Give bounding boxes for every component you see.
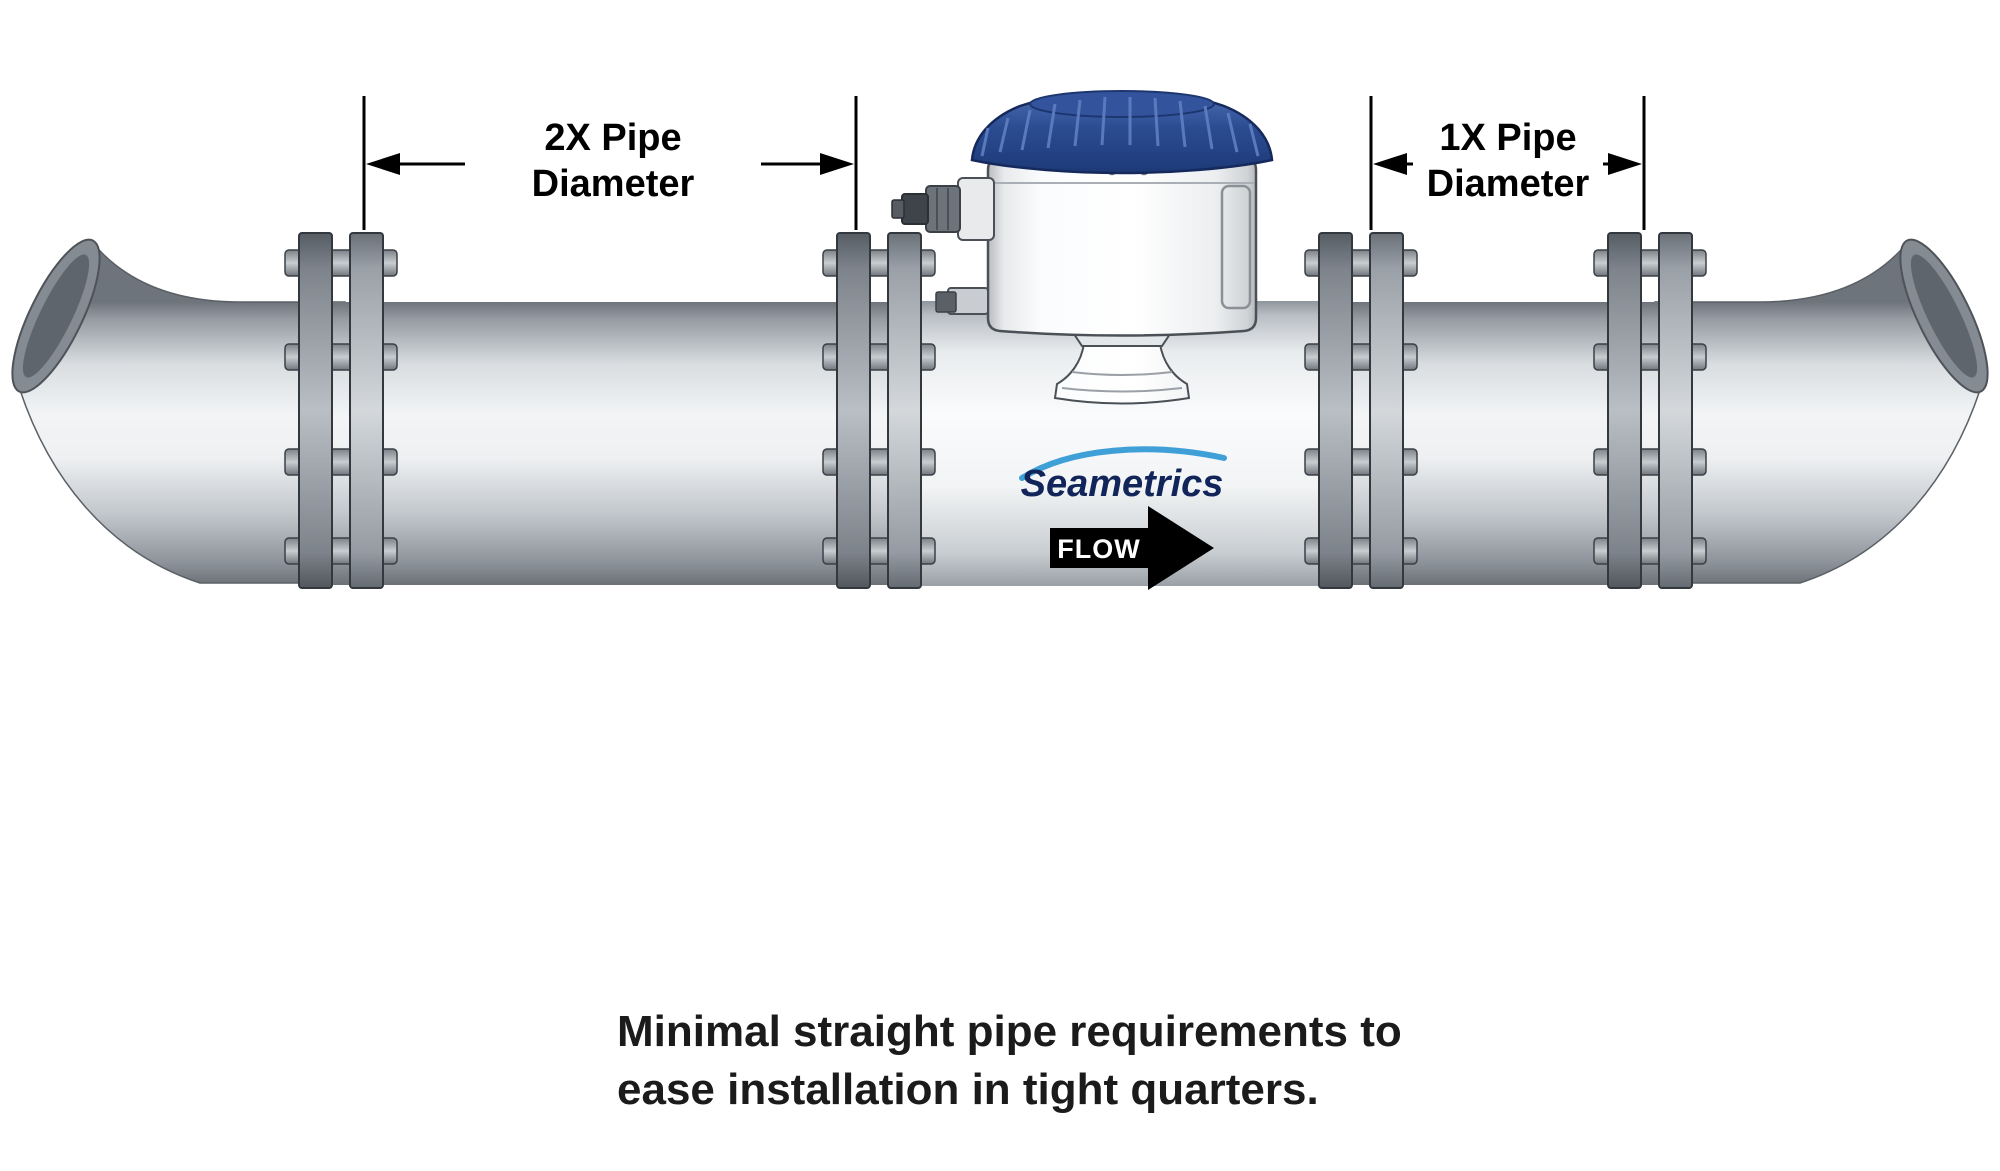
arrowhead-right-icon <box>820 153 854 175</box>
sensor-cap <box>970 90 1274 175</box>
flange-joint-3 <box>1304 232 1418 589</box>
flow-meter-sensor <box>891 90 1274 405</box>
flange-plate <box>1658 232 1693 589</box>
body-door-panel <box>1220 184 1252 310</box>
left-pipe-opening-inner <box>22 254 90 378</box>
label-mask <box>465 112 761 212</box>
arrowhead-right-icon <box>1608 153 1642 175</box>
flange-plate <box>1318 232 1353 589</box>
dimension-left: 2X Pipe Diameter <box>362 96 858 230</box>
gland-block <box>957 177 995 241</box>
flare-rib <box>1071 371 1173 376</box>
dimension-left-label-line2: Diameter <box>532 163 695 205</box>
flow-arrow-icon <box>1050 506 1214 590</box>
flange-plate <box>1607 232 1642 589</box>
dimension-right: 1X Pipe Diameter <box>1369 96 1646 230</box>
gland-tip-end <box>891 199 905 219</box>
dimension-right-label-line1: 1X Pipe <box>1439 117 1576 159</box>
cap-ribs <box>980 96 1260 157</box>
gland-tip <box>901 193 929 225</box>
right-elbow-body <box>1654 240 1981 584</box>
right-pipe-opening-inner <box>1910 254 1978 378</box>
flange-joint-1 <box>284 232 398 589</box>
caption: Minimal straight pipe requirements to ea… <box>617 1007 1402 1114</box>
arrowhead-left-icon <box>366 153 400 175</box>
body-tab-clip <box>935 291 957 313</box>
flange-plate <box>298 232 333 589</box>
right-elbow <box>1654 238 1989 584</box>
flow-indicator: FLOW <box>1050 506 1214 590</box>
pipe-assembly <box>11 232 1989 589</box>
brand-logo: Seametrics <box>1019 446 1227 505</box>
sensor-body <box>986 156 1258 337</box>
logo-swoosh <box>1019 446 1227 481</box>
sensor-mount-flare <box>1053 343 1191 405</box>
flow-label: FLOW <box>1057 534 1140 564</box>
left-elbow <box>11 238 346 584</box>
flange-joint-2 <box>822 232 936 589</box>
caption-line2: ease installation in tight quarters. <box>617 1065 1319 1114</box>
left-elbow-body <box>19 240 346 584</box>
dimension-left-label-line1: 2X Pipe <box>544 117 681 159</box>
gland-nut <box>925 185 961 233</box>
flange-plate <box>349 232 384 589</box>
flange-plate <box>836 232 871 589</box>
flange-plate <box>1369 232 1404 589</box>
flange-plate <box>887 232 922 589</box>
arrowhead-left-icon <box>1373 153 1407 175</box>
label-mask <box>1413 112 1603 212</box>
flange-joint-4 <box>1593 232 1707 589</box>
brand-name: Seametrics <box>1021 463 1224 505</box>
flare-rib <box>1061 387 1183 393</box>
cap-top-plate <box>1029 90 1215 118</box>
cable-gland <box>891 177 995 241</box>
dimension-right-label-line2: Diameter <box>1427 163 1590 205</box>
caption-line1: Minimal straight pipe requirements to <box>617 1007 1402 1056</box>
